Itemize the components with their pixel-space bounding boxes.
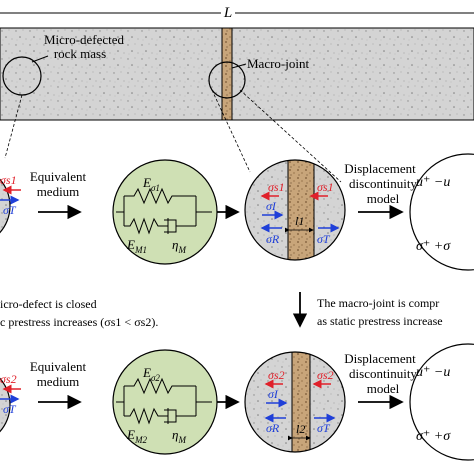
middle-right-line1: The macro-joint is compr — [317, 296, 439, 310]
macro-joint-circle — [208, 61, 246, 99]
row1-disp-line1: Displacement — [344, 161, 416, 176]
row2: σs2 σT Equivalent medium Eσ2 EM2 ηM — [0, 343, 474, 461]
row1-eq-sigma: σ⁺ +σ — [416, 239, 451, 254]
row1-joint-sigma-T: σT — [317, 232, 331, 246]
row1-left-sample: σs1 σT — [0, 173, 21, 234]
row2-left-sigma-s: σs2 — [0, 372, 17, 386]
micro-leader-line — [31, 55, 49, 63]
row2-disp-line3: model — [367, 381, 400, 396]
row2-joint-sigma-I: σI — [268, 387, 279, 401]
row2-equivalent-medium: Eσ2 EM2 ηM — [112, 349, 218, 455]
row2-joint-sigma-T: σT — [317, 421, 331, 435]
middle-right-line2: as static prestress increase — [317, 314, 443, 328]
row2-E-alpha: Eσ2 — [142, 365, 160, 383]
row2-joint-width: l2 — [296, 422, 305, 436]
row1-disp-line3: model — [367, 191, 400, 206]
macro-leader-line — [231, 63, 247, 69]
row1-eta-M: ηM — [172, 237, 186, 255]
row2-eq-sigma: σ⁺ +σ — [416, 429, 451, 444]
row1-model-circle — [409, 153, 474, 271]
row1-E-alpha: Eσ1 — [142, 175, 160, 193]
row1-equiv-line2: medium — [37, 184, 80, 199]
length-dimension: L — [0, 3, 474, 21]
row1-joint-sigma-s-right: σs1 — [317, 180, 334, 194]
row1-left-sigma-T: σT — [3, 203, 17, 217]
row2-left-sample: σs2 σT — [0, 372, 21, 433]
middle-transition: icro-defect is closed c prestress increa… — [0, 292, 443, 329]
row1: σs1 σT Equivalent medium Eσ1 EM1 ηM — [0, 153, 474, 271]
row2-joint-sigma-R: σR — [266, 421, 280, 435]
row2-model-circle — [409, 343, 474, 461]
row1-left-sigma-s: σs1 — [0, 173, 17, 187]
row2-left-sigma-T: σT — [3, 402, 17, 416]
row2-joint-sample: σs2 σI σR σs2 σT l2 — [244, 351, 346, 453]
row1-equiv-line1: Equivalent — [30, 169, 87, 184]
row2-disp-line1: Displacement — [344, 351, 416, 366]
row1-joint-sigma-s: σs1 — [268, 180, 285, 194]
middle-left-line2: c prestress increases (σs1 < σs2). — [0, 315, 158, 329]
row2-joint-sigma-s: σs2 — [268, 368, 285, 382]
micro-label-line2: rock mass — [54, 46, 106, 61]
row2-disp-line2: discontinuity — [349, 366, 417, 381]
row2-E-M: EM2 — [126, 427, 147, 445]
row1-eq-u: u⁺ −u — [416, 175, 450, 190]
row1-E-M: EM1 — [126, 237, 147, 255]
zoom-lines — [4, 89, 342, 183]
row2-joint-sigma-s-right: σs2 — [317, 368, 334, 382]
row2-eta-M: ηM — [172, 427, 186, 445]
row1-equivalent-medium: Eσ1 EM1 ηM — [112, 159, 218, 265]
row2-eq-u: u⁺ −u — [416, 365, 450, 380]
macro-label: Macro-joint — [247, 56, 309, 71]
middle-left-line1: icro-defect is closed — [0, 297, 97, 311]
macro-joint-band — [221, 27, 233, 121]
row1-joint-sample: σs1 σI σR σs1 σT l1 — [244, 159, 346, 261]
micro-label-line1: Micro-defected — [44, 32, 125, 47]
row2-equiv-line2: medium — [37, 374, 80, 389]
length-label: L — [223, 5, 232, 21]
row1-joint-sigma-I: σI — [266, 199, 277, 213]
row2-equiv-line1: Equivalent — [30, 359, 87, 374]
row1-joint-width: l1 — [295, 214, 304, 228]
rock-mass-strip: Micro-defected rock mass Macro-joint — [0, 27, 474, 121]
row1-joint-sigma-R: σR — [266, 232, 280, 246]
row1-disp-line2: discontinuity — [349, 176, 417, 191]
